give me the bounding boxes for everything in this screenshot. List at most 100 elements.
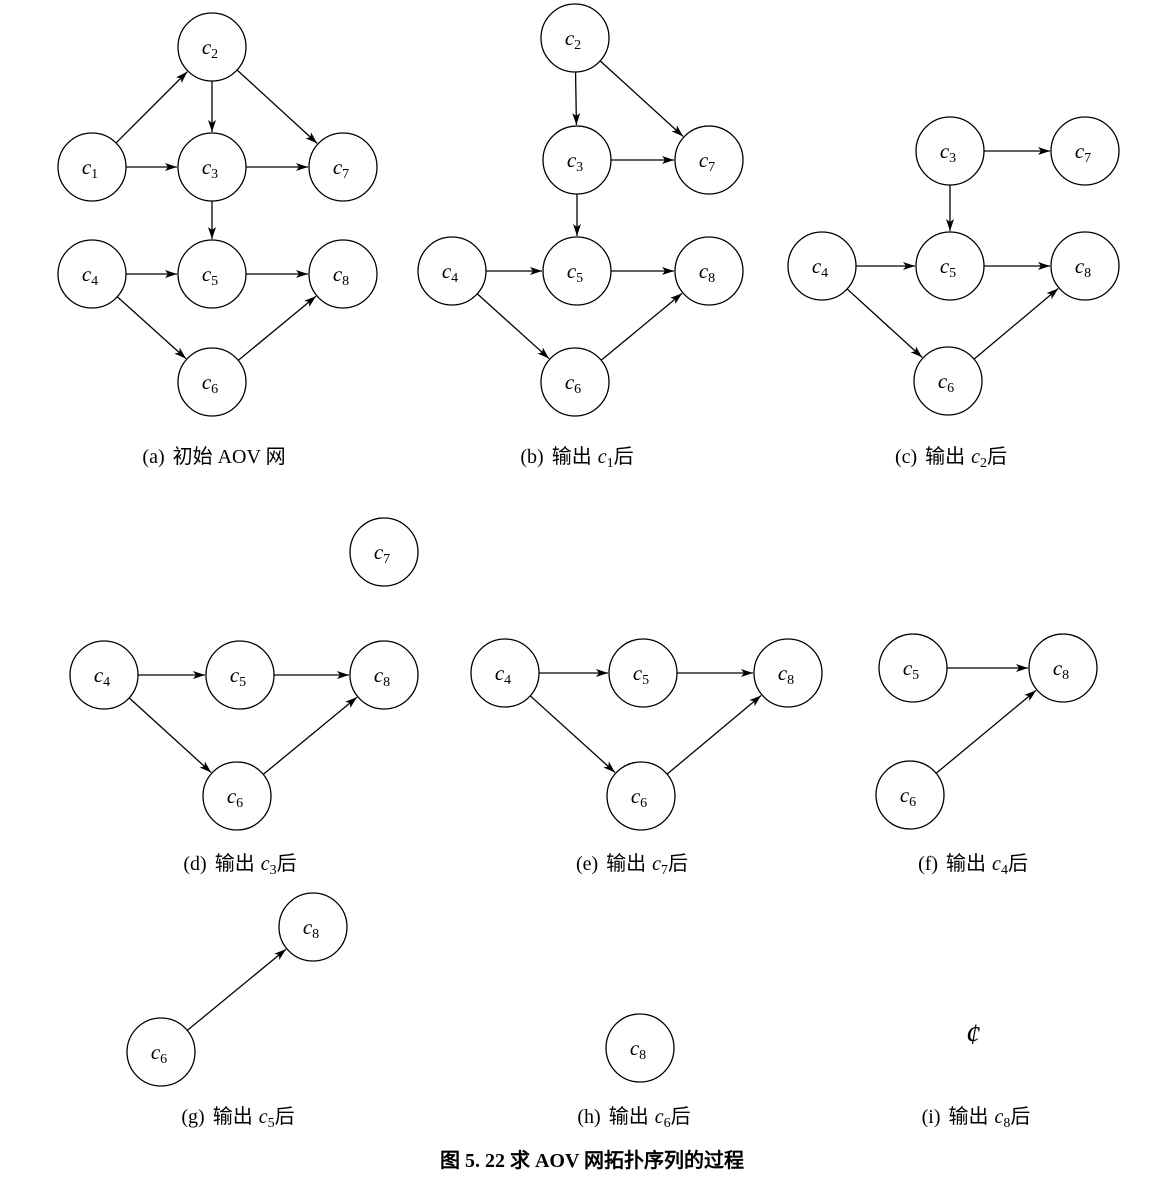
node-c5: c5 [177, 239, 247, 309]
node-label: c3 [567, 148, 583, 175]
node-circle [913, 346, 983, 416]
node-c3: c3 [177, 132, 247, 202]
node-label: c4 [442, 259, 458, 286]
node-circle [540, 347, 610, 417]
node-label: c4 [812, 254, 828, 281]
node-c4: c4 [69, 640, 139, 710]
node-c6: c6 [177, 347, 247, 417]
node-c4: c4 [57, 239, 127, 309]
node-circle [605, 1013, 675, 1083]
node-circle [542, 125, 612, 195]
node-circle [787, 231, 857, 301]
edge-c6-c8 [262, 696, 358, 775]
node-c6: c6 [875, 760, 945, 830]
node-c5: c5 [915, 231, 985, 301]
edge-c4-c6 [476, 293, 550, 360]
node-circle [753, 638, 823, 708]
node-circle [349, 517, 419, 587]
edge-c6-c8 [973, 288, 1059, 360]
edges [476, 60, 684, 361]
node-c7: c7 [349, 517, 419, 587]
node-circle [308, 132, 378, 202]
node-label: c5 [230, 663, 246, 690]
node-c7: c7 [1050, 116, 1120, 186]
node-circle [69, 640, 139, 710]
node-c4: c4 [417, 236, 487, 306]
node-circle [540, 3, 610, 73]
node-circle [126, 1017, 196, 1087]
node-c8: c8 [605, 1013, 675, 1083]
node-circle [674, 125, 744, 195]
node-label: c3 [940, 139, 956, 166]
node-c8: c8 [674, 236, 744, 306]
node-label: c4 [495, 661, 511, 688]
edges [128, 671, 358, 775]
node-c6: c6 [606, 761, 676, 831]
empty-symbol: ¢ [966, 1018, 981, 1051]
node-label: c7 [699, 148, 715, 175]
edge-c2-c7 [599, 60, 684, 137]
node-circle [878, 633, 948, 703]
node-label: c7 [333, 155, 349, 182]
node-circle [1050, 116, 1120, 186]
node-label: c8 [303, 915, 319, 942]
node-label: c5 [903, 656, 919, 683]
node-c3: c3 [542, 125, 612, 195]
node-c2: c2 [540, 3, 610, 73]
node-circle [278, 892, 348, 962]
node-label: c6 [565, 370, 581, 397]
node-circle [417, 236, 487, 306]
node-label: c8 [1075, 254, 1091, 281]
node-label: c6 [151, 1040, 167, 1067]
edges [186, 948, 287, 1031]
node-circle [177, 347, 247, 417]
node-circle [606, 761, 676, 831]
node-circle [875, 760, 945, 830]
edges [115, 69, 318, 361]
node-label: c5 [202, 262, 218, 289]
node-c7: c7 [674, 125, 744, 195]
node-circle [177, 12, 247, 82]
node-label: c2 [202, 35, 218, 62]
panel-caption-a: (a)初始 AOV 网 [142, 445, 285, 468]
node-c8: c8 [1028, 633, 1098, 703]
node-circle [915, 231, 985, 301]
node-c5: c5 [878, 633, 948, 703]
node-label: c2 [565, 26, 581, 53]
node-label: c5 [633, 661, 649, 688]
node-circle [202, 761, 272, 831]
edge-c2-c3 [572, 71, 581, 126]
node-label: c7 [374, 540, 390, 567]
node-label: c8 [333, 262, 349, 289]
node-label: c8 [699, 259, 715, 286]
edge-c4-c6 [116, 296, 187, 360]
node-label: c5 [940, 254, 956, 281]
edge-c6-c8 [666, 694, 762, 775]
node-label: c4 [94, 663, 110, 690]
node-c6: c6 [126, 1017, 196, 1087]
node-c4: c4 [787, 231, 857, 301]
node-circle [1028, 633, 1098, 703]
edge-c6-c8 [186, 948, 287, 1031]
node-c8: c8 [1050, 231, 1120, 301]
node-label: c6 [227, 784, 243, 811]
node-c4: c4 [470, 638, 540, 708]
node-c5: c5 [608, 638, 678, 708]
node-c6: c6 [913, 346, 983, 416]
node-label: c6 [631, 784, 647, 811]
node-circle [177, 239, 247, 309]
node-label: c7 [1075, 139, 1091, 166]
edge-c6-c8 [935, 689, 1037, 774]
node-circle [470, 638, 540, 708]
edge-c4-c6 [846, 288, 923, 358]
